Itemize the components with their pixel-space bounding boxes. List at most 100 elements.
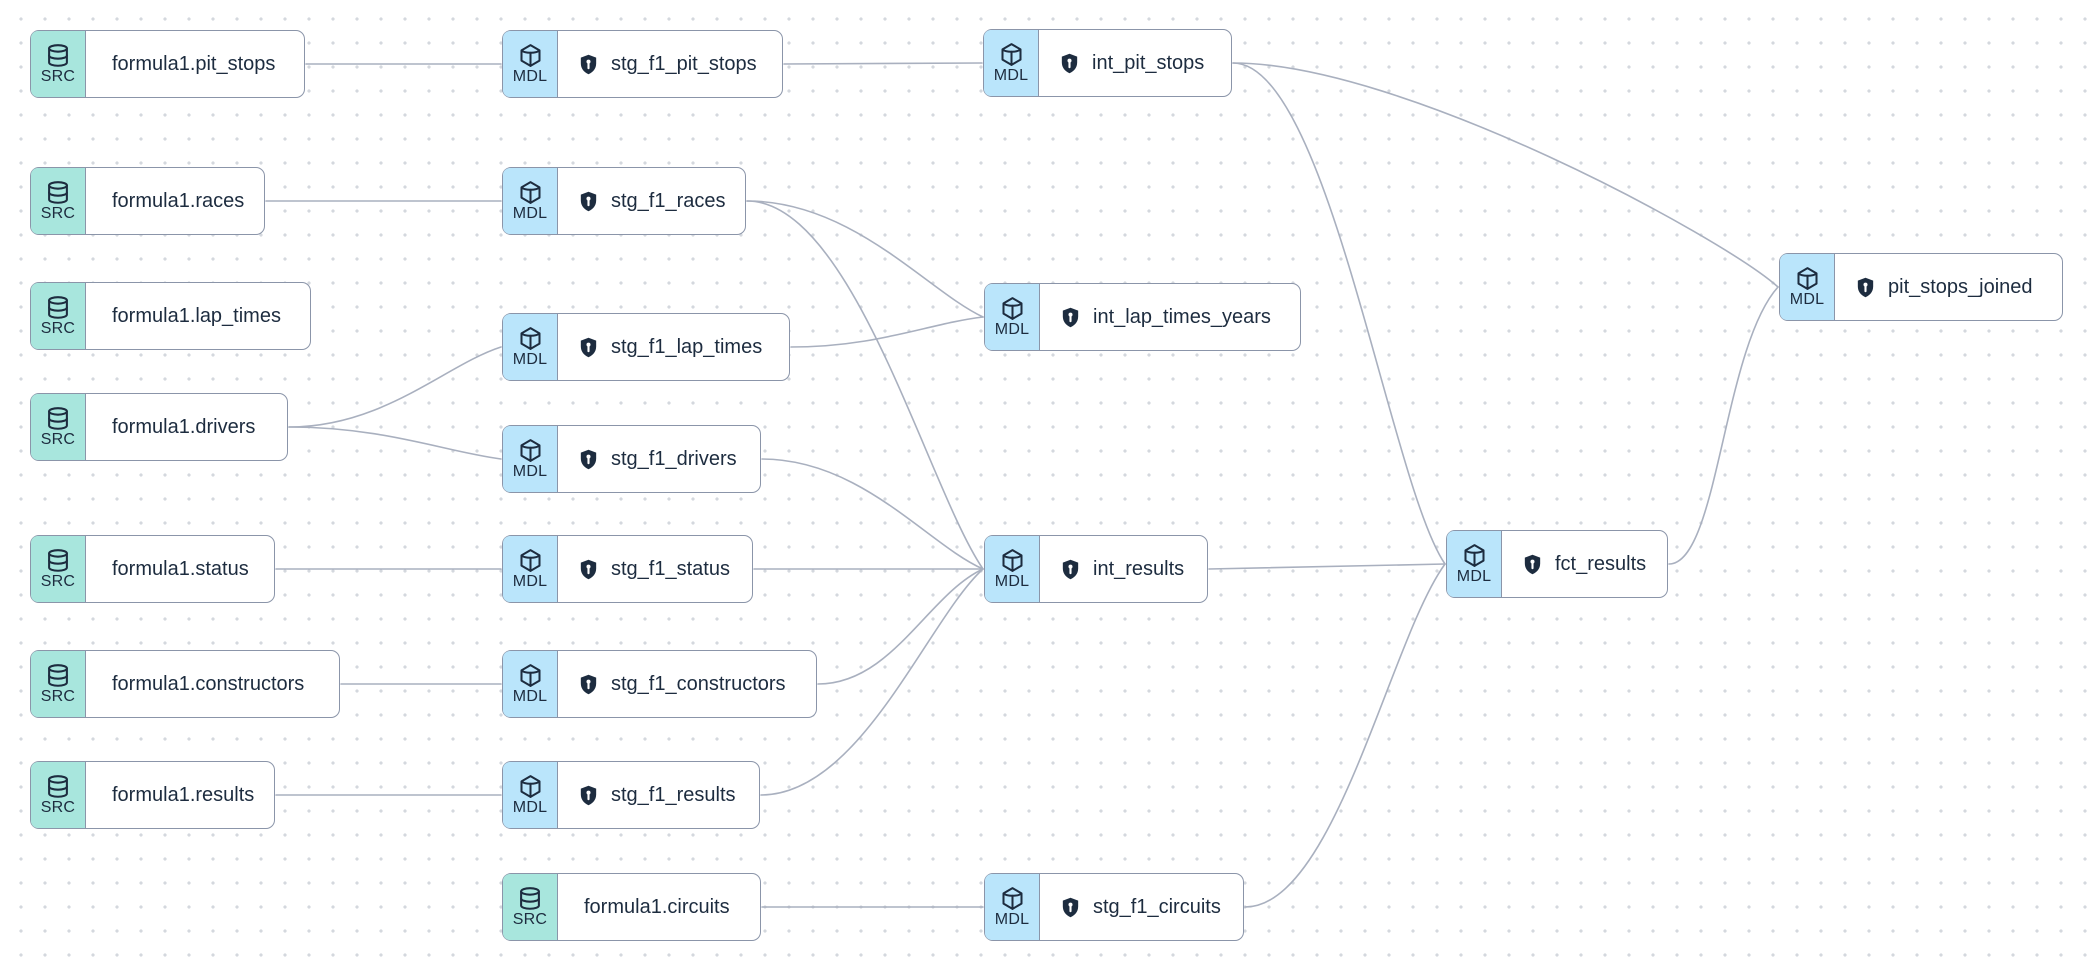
node-formula1.status[interactable]: SRC formula1.status	[30, 535, 275, 603]
database-icon	[45, 43, 71, 69]
node-stg_f1_lap_times[interactable]: MDL stg_f1_lap_times	[502, 313, 790, 381]
model-badge: MDL	[503, 31, 558, 97]
shield-lock-icon	[577, 448, 600, 471]
node-body: int_lap_times_years	[1040, 284, 1300, 350]
node-label: stg_f1_lap_times	[611, 336, 763, 358]
source-badge: SRC	[31, 651, 86, 717]
node-type-tag: SRC	[40, 430, 76, 448]
node-formula1.results[interactable]: SRC formula1.results	[30, 761, 275, 829]
node-body: stg_f1_drivers	[558, 426, 760, 492]
node-body: stg_f1_results	[558, 762, 759, 828]
node-fct_results[interactable]: MDL fct_results	[1446, 530, 1668, 598]
node-body: stg_f1_constructors	[558, 651, 816, 717]
node-int_lap_times_years[interactable]: MDL int_lap_times_years	[984, 283, 1301, 351]
node-type-tag: SRC	[40, 798, 76, 816]
node-stg_f1_races[interactable]: MDL stg_f1_races	[502, 167, 746, 235]
node-type-tag: MDL	[994, 321, 1030, 339]
node-int_results[interactable]: MDL int_results	[984, 535, 1208, 603]
cube-icon	[517, 42, 544, 69]
source-badge: SRC	[31, 536, 86, 602]
shield-lock-icon	[577, 190, 600, 213]
cube-icon	[517, 662, 544, 689]
node-formula1.races[interactable]: SRC formula1.races	[30, 167, 265, 235]
model-badge: MDL	[985, 874, 1040, 940]
model-badge: MDL	[984, 30, 1039, 96]
node-label: formula1.circuits	[584, 896, 730, 918]
edge-stg_f1_pit_stops-to-int_pit_stops	[783, 62, 983, 65]
node-label: formula1.races	[112, 190, 245, 212]
node-body: stg_f1_status	[558, 536, 752, 602]
shield-lock-icon	[577, 336, 600, 359]
model-badge: MDL	[1447, 531, 1502, 597]
node-stg_f1_results[interactable]: MDL stg_f1_results	[502, 761, 760, 829]
shield-lock-icon	[1059, 896, 1082, 919]
node-pit_stops_joined[interactable]: MDL pit_stops_joined	[1779, 253, 2063, 321]
node-stg_f1_pit_stops[interactable]: MDL stg_f1_pit_stops	[502, 30, 783, 98]
node-type-tag: SRC	[40, 204, 76, 222]
model-badge: MDL	[503, 426, 558, 492]
edge-stg_f1_lap_times-to-int_lap_times_years	[790, 316, 984, 348]
node-label: stg_f1_drivers	[611, 448, 737, 470]
edge-stg_f1_races-to-int_results	[746, 200, 984, 570]
node-body: int_results	[1040, 536, 1207, 602]
node-label: stg_f1_results	[611, 784, 736, 806]
node-label: formula1.lap_times	[112, 305, 281, 327]
model-badge: MDL	[503, 314, 558, 380]
source-badge: SRC	[31, 168, 86, 234]
node-label: int_lap_times_years	[1093, 306, 1271, 328]
model-badge: MDL	[985, 284, 1040, 350]
database-icon	[45, 774, 71, 800]
source-badge: SRC	[31, 394, 86, 460]
database-icon	[45, 548, 71, 574]
node-label: stg_f1_status	[611, 558, 730, 580]
node-type-tag: SRC	[40, 319, 76, 337]
shield-lock-icon	[1059, 306, 1082, 329]
node-body: stg_f1_pit_stops	[558, 31, 782, 97]
node-body: formula1.results	[86, 762, 274, 828]
source-badge: SRC	[31, 762, 86, 828]
node-body: formula1.pit_stops	[86, 31, 304, 97]
node-type-tag: MDL	[512, 68, 548, 86]
node-type-tag: MDL	[1456, 568, 1492, 586]
node-formula1.circuits[interactable]: SRC formula1.circuits	[502, 873, 761, 941]
node-body: stg_f1_races	[558, 168, 745, 234]
node-formula1.lap_times[interactable]: SRC formula1.lap_times	[30, 282, 311, 350]
node-type-tag: SRC	[512, 910, 548, 928]
node-label: pit_stops_joined	[1888, 276, 2033, 298]
model-badge: MDL	[503, 168, 558, 234]
node-body: fct_results	[1502, 531, 1667, 597]
edge-int_pit_stops-to-fct_results	[1232, 62, 1446, 565]
edge-stg_f1_races-to-int_lap_times_years	[746, 200, 984, 318]
cube-icon	[517, 179, 544, 206]
shield-lock-icon	[577, 53, 600, 76]
cube-icon	[517, 437, 544, 464]
shield-lock-icon	[577, 558, 600, 581]
cube-icon	[517, 547, 544, 574]
shield-lock-icon	[1058, 52, 1081, 75]
model-badge: MDL	[503, 762, 558, 828]
model-badge: MDL	[1780, 254, 1835, 320]
node-body: formula1.circuits	[558, 874, 760, 940]
node-label: int_results	[1093, 558, 1185, 580]
node-label: formula1.results	[112, 784, 255, 806]
node-type-tag: MDL	[993, 67, 1029, 85]
shield-lock-icon	[1521, 553, 1544, 576]
node-type-tag: MDL	[994, 573, 1030, 591]
node-body: stg_f1_lap_times	[558, 314, 789, 380]
node-label: formula1.status	[112, 558, 249, 580]
edge-formula1.drivers-to-stg_f1_lap_times	[288, 346, 502, 428]
node-stg_f1_drivers[interactable]: MDL stg_f1_drivers	[502, 425, 761, 493]
node-label: stg_f1_races	[611, 190, 726, 212]
node-type-tag: MDL	[512, 463, 548, 481]
edge-int_pit_stops-to-pit_stops_joined	[1232, 62, 1779, 288]
model-badge: MDL	[503, 651, 558, 717]
